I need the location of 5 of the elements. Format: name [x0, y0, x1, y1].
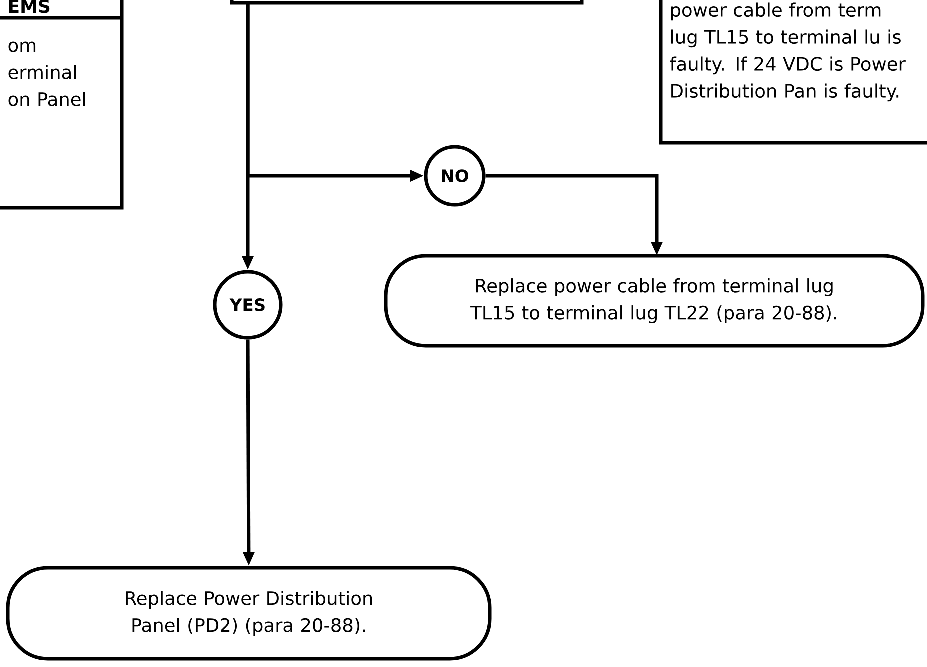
- note-box: power cable from term lug TL15 to terminal lu is faulty. If 24 VDC is Power Distribution Pan is faulty.: [659, 0, 927, 145]
- action-box: Replace Power Distribution Panel (PD2) (para 20-88).: [6, 566, 492, 661]
- action-box: Replace power cable from terminal lug TL15 to terminal lug TL22 (para 20-88).: [384, 254, 925, 348]
- panel-box: EMS om erminal on Panel: [0, 0, 124, 210]
- process-box: [230, 0, 584, 5]
